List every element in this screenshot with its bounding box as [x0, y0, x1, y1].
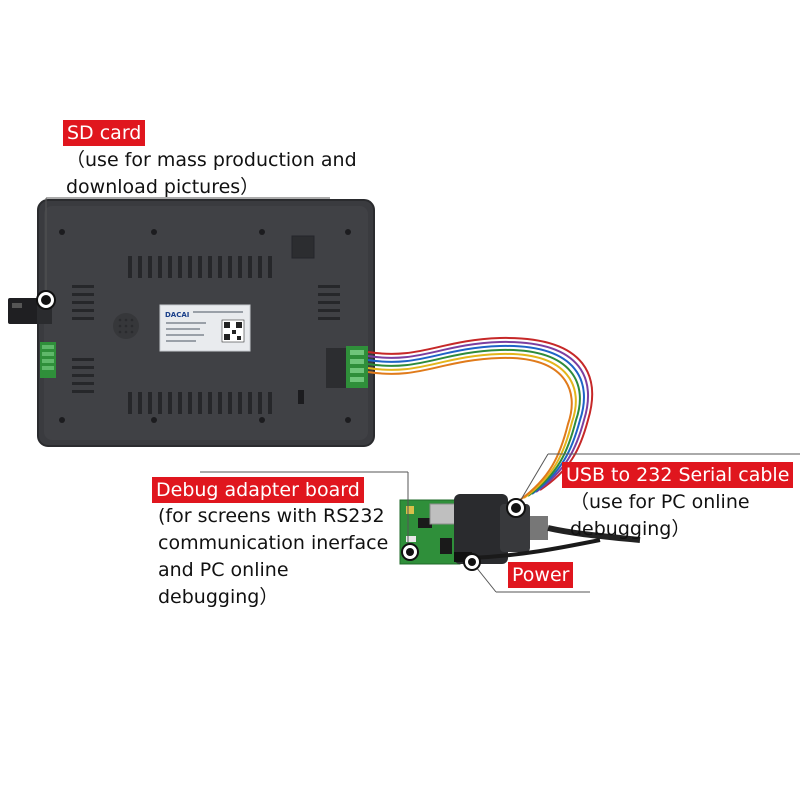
power-cable: [454, 538, 601, 562]
debug-adapter-desc-line-1: (for screens with RS232: [158, 505, 385, 527]
vent-left: [72, 285, 94, 393]
sd-card-desc-line-2: download pictures）: [66, 176, 260, 198]
product-sticker: DACAI: [159, 304, 251, 352]
debug-adapter-label: Debug adapter board: [152, 477, 364, 503]
serial-connector: [454, 494, 641, 564]
leader-lines: [45, 197, 800, 593]
sd-card-desc-line-1: （use for mass production and: [66, 149, 357, 171]
usb-serial-desc-line-1: （use for PC online: [570, 491, 750, 513]
usb-serial-desc-line-2: debugging）: [570, 518, 691, 540]
debug-adapter-desc-line-3: and PC online: [158, 559, 289, 581]
sd-card-label: SD card: [63, 120, 146, 146]
debug-adapter-desc-line-2: communication inerface: [158, 532, 389, 554]
display-back-panel: DACAI: [37, 199, 375, 447]
speaker-grille: [113, 313, 139, 339]
debug-adapter-desc-line-4: debugging）: [158, 586, 279, 608]
sd-card: [8, 298, 40, 324]
left-terminal-block: [40, 342, 56, 378]
vent-right: [318, 285, 340, 320]
svg-text:DACAI: DACAI: [165, 311, 189, 319]
usb-serial-label: USB to 232 Serial cable: [562, 462, 794, 488]
callout-markers: [36, 290, 526, 571]
right-connector: [326, 346, 368, 388]
ribbon-cable: [367, 336, 594, 501]
vent-bottom: [128, 392, 272, 414]
power-label: Power: [508, 562, 574, 588]
vent-top: [128, 256, 272, 278]
